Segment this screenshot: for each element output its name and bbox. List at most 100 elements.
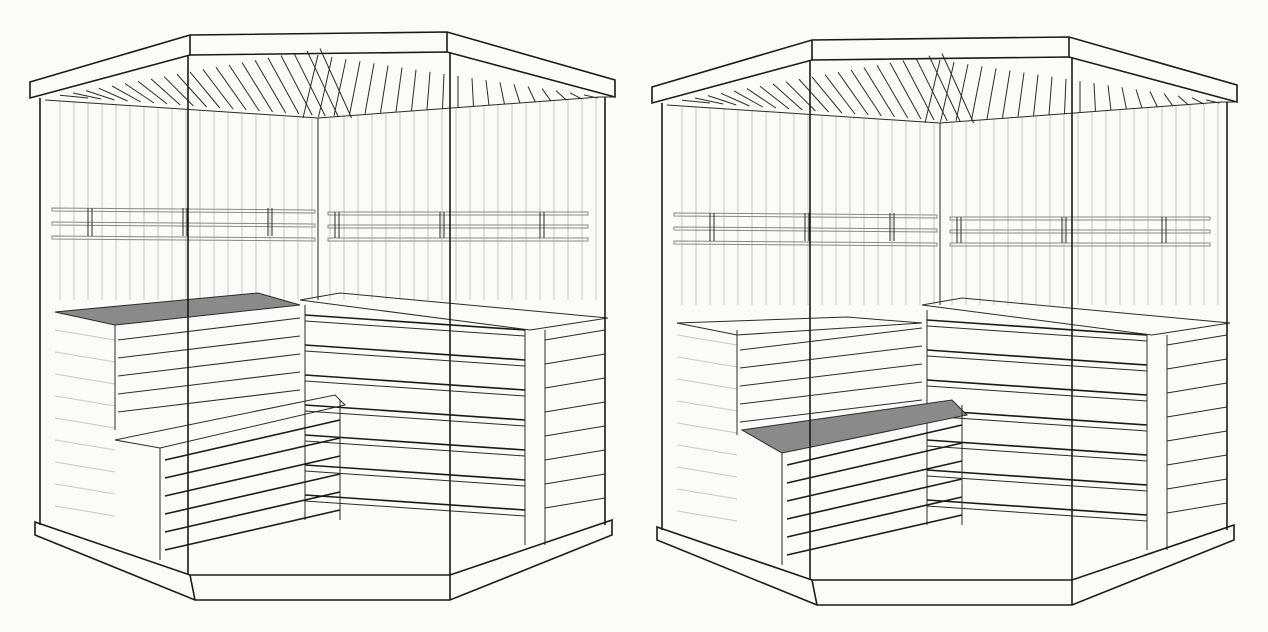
side-slat [1166,454,1228,466]
bench-slat [304,464,526,481]
ceiling-slat [1163,93,1174,107]
wall-rail [327,237,589,242]
wall-rail [949,216,1211,221]
ceiling-slat [215,66,247,111]
bench-slat [926,445,1148,462]
ceiling-slat [163,76,194,107]
front-slat [54,351,116,363]
lower-bench-top [740,399,969,454]
bench-slat [926,325,1148,342]
ceiling-edge [939,101,1223,124]
bench-slat [304,314,526,331]
front-slat [54,439,116,451]
front-slat [676,400,738,412]
ceiling-slat [411,69,417,111]
ceiling-slat [302,54,319,119]
bench-slat [926,385,1148,402]
ceiling-slat [499,82,505,105]
bench-slat [786,442,963,484]
wall-rail [673,212,938,219]
bench-slat [304,434,526,451]
side-slat [544,449,606,461]
ceiling-edge [44,99,319,119]
front-slat [54,483,116,495]
roof-frame [651,36,1238,105]
front-slat [54,373,116,385]
ceiling-slat [876,64,909,119]
bench-slat [926,319,1148,336]
ceiling-slat [364,63,375,114]
front-slat [54,505,116,517]
ceiling-slat [85,90,115,101]
ceiling-slat [137,80,168,105]
bench-slat [739,381,923,405]
ceiling-slat [555,90,567,101]
ceiling-slat [59,94,89,99]
bench-slat [739,363,923,387]
bench-slat [117,317,301,341]
front-slat [54,329,116,341]
side-slat [544,425,606,437]
bench-slat [117,335,301,359]
ceiling-slat [98,87,128,102]
bench-slat [164,437,341,479]
wall-rail [51,207,316,214]
ceiling-slat [124,83,155,104]
bench-slat [926,415,1148,432]
ceiling-slat [241,62,273,113]
bench-slat [304,350,526,367]
ceiling-slat [955,64,969,122]
sauna-variant-right [651,36,1238,606]
bench-slat [164,491,341,533]
side-slat [544,377,606,389]
ceiling-slat [924,59,941,124]
side-slat [1166,502,1228,514]
ceiling-slat [971,66,983,120]
ceiling-slat [306,50,339,118]
bench-slat [926,469,1148,486]
bench-slat [164,473,341,515]
ceiling-slat [811,76,843,114]
side-slat [544,329,606,341]
bench-slat [786,478,963,520]
ceiling-slat [1149,91,1158,108]
bench-slat [304,320,526,337]
front-slat [676,422,738,434]
bench-slat [926,379,1148,396]
ceiling-slat [395,67,403,112]
ceiling-slat [902,60,935,121]
bench-slat [739,399,923,423]
ceiling-slat [72,92,102,100]
ceiling-slat [986,68,997,119]
ceiling-edge [666,104,941,124]
ceiling-slat [824,74,856,115]
ceiling-slat [915,57,948,122]
bench-slat [786,460,963,502]
ceiling-slat [1048,76,1053,115]
wall-rail [949,242,1211,247]
ceiling-slat [541,88,552,102]
front-slat [676,444,738,456]
side-slat [1166,406,1228,418]
roof-frame [29,31,616,100]
wall-rail [949,229,1211,234]
ceiling-slat [380,65,389,113]
side-slat [1166,382,1228,394]
front-slat [676,510,738,522]
ceiling-slat [837,71,869,116]
side-slat [1166,334,1228,346]
ceiling-slat [863,67,895,118]
base-edge [811,579,818,606]
ceiling-slat [1177,95,1189,106]
ceiling-slat [785,81,816,112]
side-slat [544,401,606,413]
ceiling-slat [318,56,333,118]
bench-slat [304,344,526,361]
ceiling-slat [228,64,260,112]
lower-bench-top [114,394,346,449]
sauna-variant-left [29,31,616,601]
side-slat [544,497,606,509]
front-slat [676,334,738,346]
side-slat [1166,478,1228,490]
